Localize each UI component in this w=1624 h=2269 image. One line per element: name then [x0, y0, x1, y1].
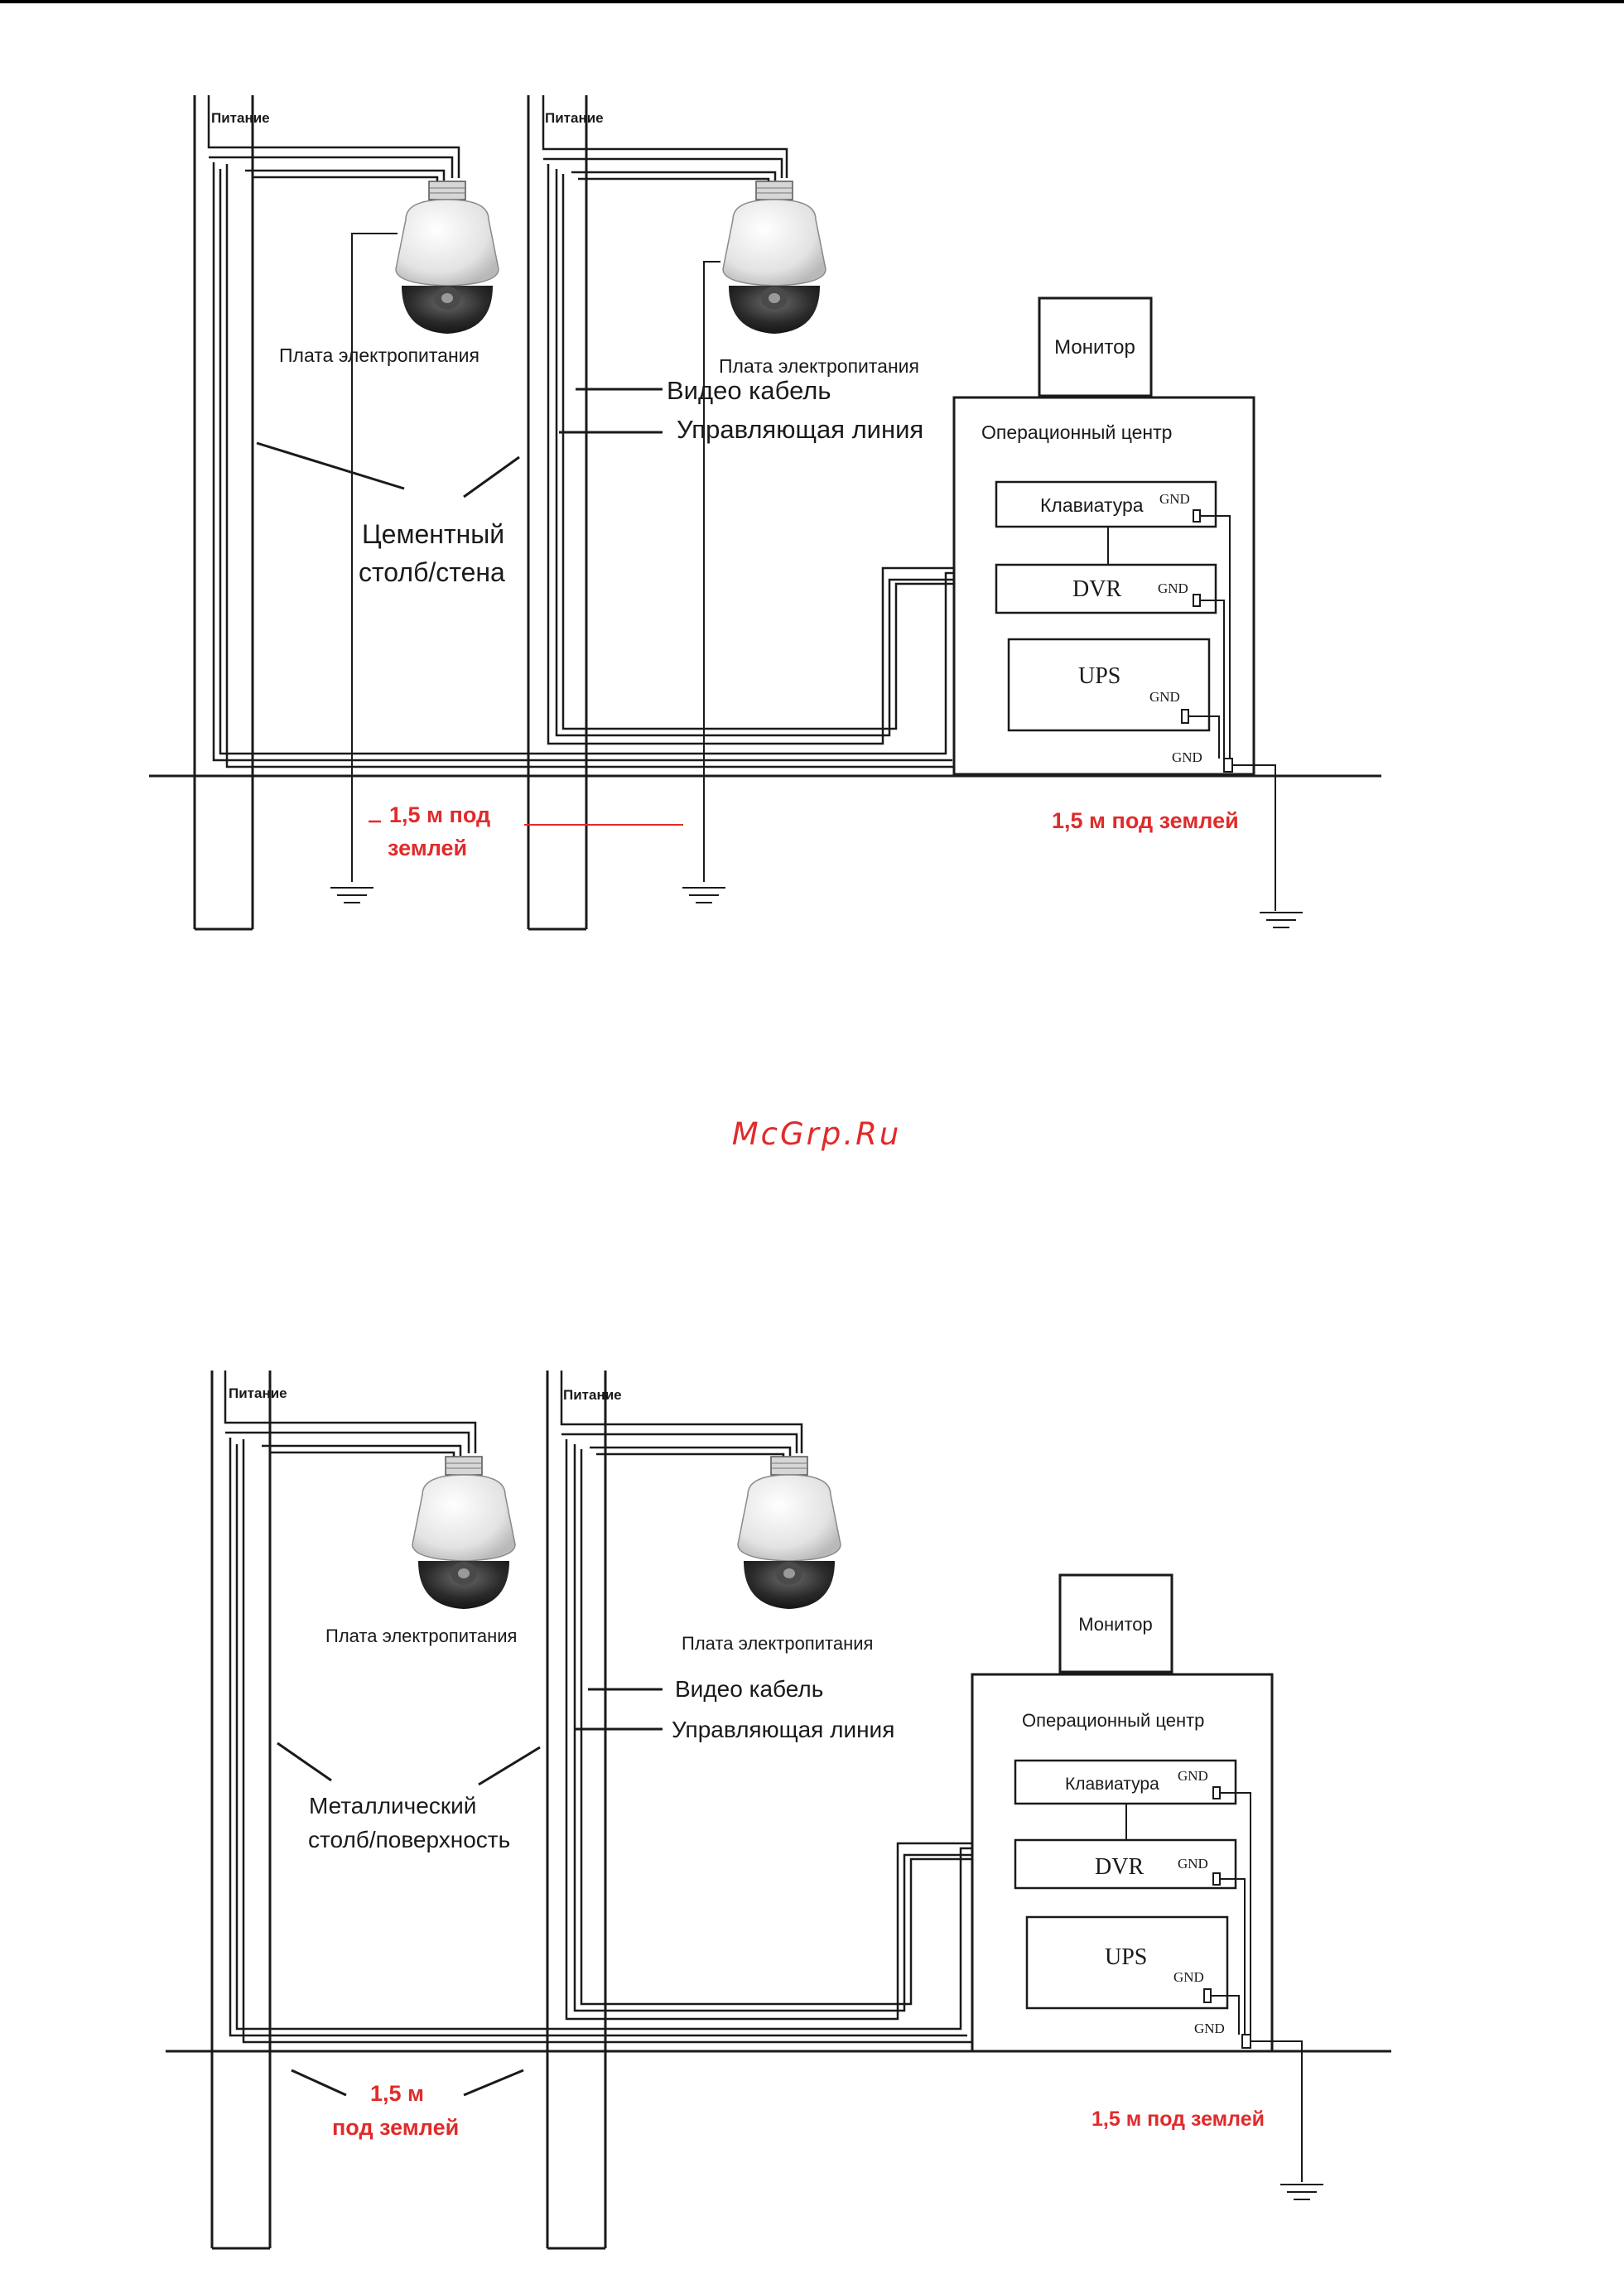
pole-label-line1: Металлический — [309, 1793, 476, 1819]
ups-label: UPS — [1078, 663, 1120, 689]
monitor-box — [1058, 1573, 1173, 1674]
cables-right — [542, 95, 994, 745]
pole-label-line2: столб/поверхность — [308, 1827, 510, 1852]
dvr-box — [995, 563, 1217, 614]
ups-gnd-label: GND — [1149, 689, 1180, 705]
depth-pointer-left — [291, 2069, 347, 2097]
ground-wires-cameras — [351, 233, 720, 882]
monitor-label: Монитор — [1078, 1614, 1153, 1635]
ground-symbol-right-icon — [682, 887, 726, 903]
pole-pointer-right — [478, 1746, 541, 1786]
ups-box — [1007, 638, 1211, 732]
video-cable-label: Видео кабель — [667, 376, 831, 405]
keyboard-gnd-label: GND — [1159, 491, 1190, 507]
camera-left-icon — [395, 181, 499, 335]
power-board-label-right: Плата электропитания — [682, 1633, 873, 1654]
power-label-left: Питание — [229, 1385, 287, 1401]
power-board-label-right: Плата электропитания — [719, 355, 919, 377]
diagram-concrete-pole: Питание Питание Плата электропитания Пла… — [149, 95, 1381, 931]
pole-right — [546, 1371, 607, 2250]
cables-right — [560, 1371, 1014, 2021]
ups-label: UPS — [1105, 1944, 1147, 1970]
camera-left-icon — [412, 1456, 516, 1610]
ground-symbol-left-icon — [330, 887, 374, 903]
dvr-label: DVR — [1072, 576, 1121, 602]
pole-right — [527, 95, 588, 931]
pole-pointer-left — [256, 441, 405, 490]
keyboard-gnd-terminal — [1193, 509, 1201, 523]
keyboard-gnd-terminal — [1212, 1786, 1221, 1799]
cables-left — [224, 1371, 1014, 2044]
power-board-label-left: Плата электропитания — [325, 1626, 517, 1646]
monitor-label: Монитор — [1054, 336, 1135, 359]
dvr-gnd-label: GND — [1158, 580, 1188, 596]
center-gnd-label: GND — [1172, 749, 1202, 765]
depth-pointer-right — [463, 2069, 524, 2097]
control-line-label: Управляющая линия — [677, 415, 923, 444]
ups-gnd-terminal — [1181, 709, 1189, 724]
pole-label-line2: столб/стена — [359, 557, 505, 587]
ups-box — [1025, 1915, 1229, 2010]
depth-label-right: 1,5 м под землей — [1092, 2108, 1265, 2131]
watermark: McGrp.Ru — [732, 1116, 902, 1152]
ground-symbol-center-icon — [1259, 912, 1304, 928]
keyboard-gnd-label: GND — [1178, 1768, 1208, 1784]
power-board-label-left: Плата электропитания — [279, 344, 479, 366]
ups-gnd-label: GND — [1173, 1969, 1204, 1985]
internal-ground-wires — [1188, 515, 1276, 911]
depth-label-left-line1: 1,5 м — [370, 2081, 424, 2106]
keyboard-label: Клавиатура — [1040, 494, 1144, 516]
center-gnd-terminal — [1241, 2034, 1251, 2049]
ground-symbol-center-icon — [1279, 2184, 1324, 2200]
video-cable-label: Видео кабель — [675, 1676, 823, 1702]
monitor-box — [1038, 296, 1153, 397]
center-gnd-label: GND — [1194, 2021, 1225, 2036]
pole-pointer-right — [463, 455, 520, 499]
pole-left — [193, 95, 254, 931]
dvr-gnd-label: GND — [1178, 1856, 1208, 1872]
power-label-right: Питание — [563, 1387, 622, 1403]
dvr-label: DVR — [1095, 1854, 1144, 1880]
pole-label-line1: Цементный — [362, 519, 504, 549]
ops-center-label: Операционный центр — [1022, 1710, 1204, 1731]
depth-label-left-line1: 1,5 м под — [389, 802, 490, 827]
keyboard-label: Клавиатура — [1065, 1775, 1159, 1794]
keyboard-box — [995, 480, 1217, 528]
dvr-gnd-terminal — [1193, 594, 1201, 607]
ups-gnd-terminal — [1203, 1988, 1212, 2003]
camera-right-icon — [737, 1456, 841, 1610]
camera-right-icon — [722, 181, 826, 335]
dvr-box — [1014, 1838, 1237, 1890]
pole-pointer-left — [277, 1741, 332, 1782]
depth-label-left-line2: под землей — [332, 2115, 459, 2140]
depth-label-right: 1,5 м под землей — [1052, 808, 1239, 833]
internal-ground-wires — [1211, 1792, 1303, 2182]
power-label-left: Питание — [211, 110, 270, 126]
dvr-gnd-terminal — [1212, 1872, 1221, 1886]
control-line-label: Управляющая линия — [672, 1717, 894, 1742]
center-gnd-terminal — [1223, 758, 1233, 773]
pole-left — [210, 1371, 272, 2250]
diagram-metal-pole: Питание Питание Плата электропитания Пла… — [166, 1371, 1391, 2250]
power-label-right: Питание — [545, 110, 604, 126]
depth-label-left-line2: землей — [388, 836, 467, 860]
ops-center-label: Операционный центр — [981, 422, 1172, 443]
